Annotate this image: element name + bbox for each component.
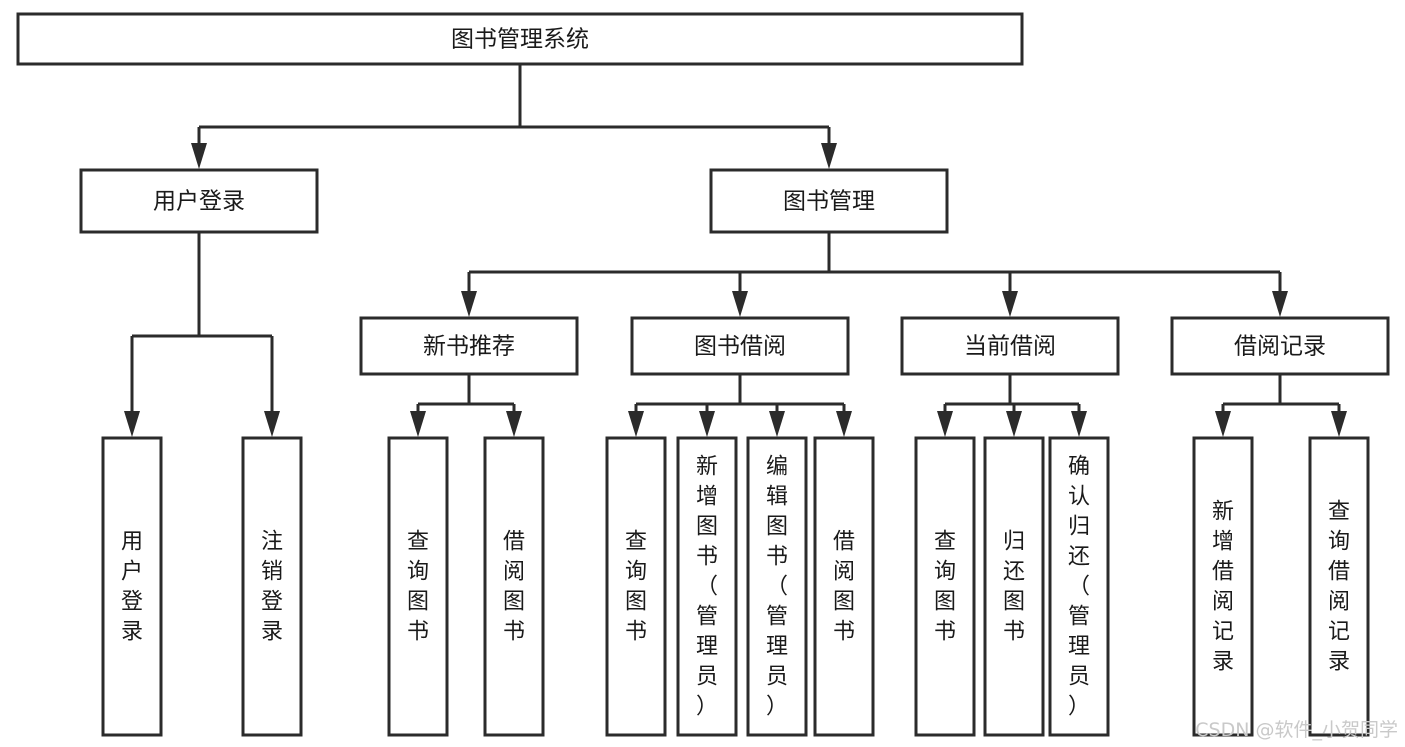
connector-user-login (124, 232, 280, 437)
node-box-leaf-user-login[interactable] (101, 436, 163, 737)
node-box-borrow-record[interactable] (1170, 316, 1390, 376)
node-label-leaf-query-book-3: 查询图书 (934, 530, 956, 645)
node-box-current-borrow[interactable] (900, 316, 1120, 376)
node-box-new-book-rec[interactable] (359, 316, 579, 376)
connector-current-borrow (937, 374, 1087, 437)
node-label-leaf-edit-book: 编辑图书（管理员） (766, 455, 788, 720)
node-box-root[interactable] (16, 12, 1024, 66)
node-box-leaf-borrow-book-1[interactable] (483, 436, 545, 737)
node-label-leaf-borrow-book-2: 借阅图书 (833, 530, 855, 645)
node-new-book-rec[interactable]: 新书推荐 (359, 316, 579, 376)
node-label-borrow-record: 借阅记录 (1234, 334, 1326, 360)
node-book-borrow[interactable]: 图书借阅 (630, 316, 850, 376)
node-label-book-borrow: 图书借阅 (694, 334, 786, 360)
node-user-login[interactable]: 用户登录 (79, 168, 319, 234)
node-leaf-borrow-book-2[interactable]: 借阅图书 (813, 436, 875, 737)
node-label-user-login: 用户登录 (153, 189, 245, 215)
node-label-leaf-return-book: 归还图书 (1003, 530, 1025, 645)
node-box-leaf-add-book[interactable] (676, 436, 738, 737)
node-leaf-user-login[interactable]: 用户登录 (101, 436, 163, 737)
connector-borrow-record (1215, 374, 1347, 437)
node-leaf-query-book-2[interactable]: 查询图书 (605, 436, 667, 737)
node-box-leaf-query-book-2[interactable] (605, 436, 667, 737)
node-box-leaf-logout[interactable] (241, 436, 303, 737)
node-box-leaf-query-book-3[interactable] (914, 436, 976, 737)
node-box-leaf-query-book-1[interactable] (387, 436, 449, 737)
node-label-leaf-query-book-2: 查询图书 (625, 530, 647, 645)
node-leaf-borrow-book-1[interactable]: 借阅图书 (483, 436, 545, 737)
node-label-leaf-add-record: 新增借阅记录 (1212, 500, 1234, 675)
node-label-leaf-query-record: 查询借阅记录 (1328, 500, 1350, 675)
node-borrow-record[interactable]: 借阅记录 (1170, 316, 1390, 376)
connector-book-borrow (628, 374, 852, 437)
connector-layer (124, 64, 1347, 437)
node-label-leaf-query-book-1: 查询图书 (407, 530, 429, 645)
node-box-leaf-add-record[interactable] (1192, 436, 1254, 737)
node-leaf-return-book[interactable]: 归还图书 (983, 436, 1045, 737)
node-leaf-logout[interactable]: 注销登录 (241, 436, 303, 737)
node-label-book-manage: 图书管理 (783, 189, 875, 215)
node-box-book-borrow[interactable] (630, 316, 850, 376)
node-box-leaf-edit-book[interactable] (746, 436, 808, 737)
node-label-root: 图书管理系统 (451, 27, 589, 53)
node-root[interactable]: 图书管理系统 (16, 12, 1024, 66)
node-box-leaf-confirm-return[interactable] (1048, 436, 1110, 737)
csdn-watermark: CSDN @软件_小贺同学 (1195, 719, 1398, 741)
connector-new-book-rec (410, 374, 522, 437)
node-label-current-borrow: 当前借阅 (964, 334, 1056, 360)
node-box-leaf-borrow-book-2[interactable] (813, 436, 875, 737)
node-box-leaf-return-book[interactable] (983, 436, 1045, 737)
node-layer: 图书管理系统用户登录图书管理新书推荐图书借阅当前借阅借阅记录用户登录注销登录查询… (16, 12, 1390, 737)
node-leaf-add-book[interactable]: 新增图书（管理员） (676, 436, 738, 737)
connector-root (191, 64, 837, 169)
node-leaf-query-book-1[interactable]: 查询图书 (387, 436, 449, 737)
node-leaf-add-record[interactable]: 新增借阅记录 (1192, 436, 1254, 737)
node-label-new-book-rec: 新书推荐 (423, 334, 515, 360)
node-box-user-login[interactable] (79, 168, 319, 234)
node-label-leaf-add-book: 新增图书（管理员） (696, 455, 718, 720)
node-label-leaf-user-login: 用户登录 (121, 530, 143, 645)
node-box-book-manage[interactable] (709, 168, 949, 234)
node-box-leaf-query-record[interactable] (1308, 436, 1370, 737)
connector-book-manage (461, 232, 1288, 317)
node-leaf-query-book-3[interactable]: 查询图书 (914, 436, 976, 737)
node-leaf-confirm-return[interactable]: 确认归还（管理员） (1048, 436, 1110, 737)
node-label-leaf-logout: 注销登录 (261, 530, 283, 645)
node-leaf-edit-book[interactable]: 编辑图书（管理员） (746, 436, 808, 737)
node-leaf-query-record[interactable]: 查询借阅记录 (1308, 436, 1370, 737)
node-label-leaf-confirm-return: 确认归还（管理员） (1068, 455, 1090, 720)
node-current-borrow[interactable]: 当前借阅 (900, 316, 1120, 376)
node-book-manage[interactable]: 图书管理 (709, 168, 949, 234)
node-label-leaf-borrow-book-1: 借阅图书 (503, 530, 525, 645)
